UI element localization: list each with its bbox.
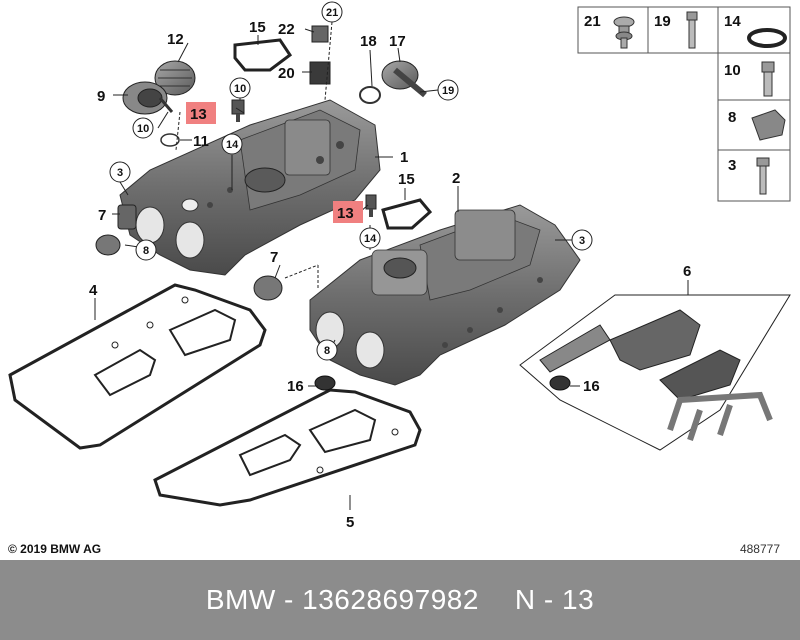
sensor-13-right	[365, 194, 377, 217]
callout-2: 2	[452, 170, 460, 187]
copyright-notice: © 2019 BMW AG	[8, 542, 102, 556]
callout-13-right: 13	[337, 205, 354, 222]
cylinder-head-cover-right	[309, 204, 581, 386]
svg-text:10: 10	[137, 123, 149, 135]
svg-text:14: 14	[226, 139, 239, 151]
callout-8-left: 8	[135, 239, 157, 261]
gasket-15-top	[233, 38, 293, 72]
callout-17: 17	[389, 33, 406, 50]
callout-3-left: 3	[109, 161, 131, 183]
legend-label-3: 3	[728, 157, 736, 174]
callout-19: 19	[437, 79, 459, 101]
callout-9: 9	[97, 88, 105, 105]
bolt-19-icon	[686, 11, 698, 49]
callout-5: 5	[346, 514, 354, 531]
svg-text:8: 8	[324, 345, 330, 357]
svg-text:19: 19	[442, 85, 454, 97]
callout-12: 12	[167, 31, 184, 48]
footer-bar: BMW - 13628697982 N - 13	[0, 560, 800, 640]
callout-10-top: 10	[229, 77, 251, 99]
legend-label-14: 14	[724, 13, 741, 30]
callout-14-right: 14	[359, 227, 381, 249]
legend-label-8: 8	[728, 109, 736, 126]
highlight-box-13-top	[186, 102, 216, 124]
gasket-5	[153, 388, 422, 507]
callout-4: 4	[89, 282, 98, 299]
actuator-7-left	[117, 204, 137, 230]
valve-17-18	[359, 60, 427, 104]
callout-6: 6	[683, 263, 691, 280]
o-ring-14-icon	[747, 28, 787, 48]
callout-8-right: 8	[316, 339, 338, 361]
bolt-10-icon	[761, 61, 775, 97]
svg-text:21: 21	[326, 7, 338, 19]
fastener-legend: 21 19 14 10 8 3	[577, 6, 791, 202]
circled-callouts: 10 10 21 19 14 14 3 3	[109, 1, 593, 361]
seal-16-left	[314, 375, 336, 391]
svg-text:10: 10	[234, 83, 246, 95]
legend-label-19: 19	[654, 13, 671, 30]
callout-22: 22	[278, 21, 295, 38]
callout-16-right: 16	[583, 378, 600, 395]
gasket-4	[8, 283, 267, 450]
sensor-13-top	[231, 99, 245, 122]
actuator-7-right	[253, 275, 283, 301]
callout-10-left: 10	[132, 117, 154, 139]
callout-15-top: 15	[249, 19, 266, 36]
svg-text:3: 3	[579, 235, 585, 247]
cylinder-head-cover-left	[119, 99, 381, 276]
callout-labels: 12 9 11 13 13 15 22 20 18 17 1 7 15 2 7 …	[89, 19, 691, 531]
parts-diagram: 12 9 11 13 13 15 22 20 18 17 1 7 15 2 7 …	[8, 1, 791, 531]
callout-7-right: 7	[270, 249, 278, 266]
callout-14-top: 14	[221, 133, 243, 155]
callout-20: 20	[278, 65, 295, 82]
bolt-21-icon	[613, 16, 635, 49]
position-label: N - 13	[514, 584, 595, 615]
highlight-box-13-right	[333, 201, 363, 223]
sensor-22	[311, 25, 329, 43]
callout-18: 18	[360, 33, 377, 50]
bolt-3-icon	[756, 157, 770, 195]
callout-21: 21	[321, 1, 343, 23]
callout-15-right: 15	[398, 171, 415, 188]
svg-text:3: 3	[117, 167, 123, 179]
filler-neck	[122, 81, 174, 115]
callout-7-left: 7	[98, 207, 106, 224]
sensor-20	[309, 61, 331, 85]
legend-label-21: 21	[584, 13, 601, 30]
callout-3-right: 3	[571, 229, 593, 251]
diagram-reference-number: 488777	[739, 542, 780, 556]
oil-filler-cap	[154, 60, 196, 96]
legend-label-10: 10	[724, 62, 741, 79]
gasket-15-right	[381, 198, 433, 230]
part-number-label: BMW - 13628697982	[205, 584, 479, 615]
breather-pipe-assembly-6	[519, 294, 791, 451]
actuator-8-left	[95, 234, 121, 256]
o-ring-11	[160, 133, 180, 147]
svg-text:8: 8	[143, 245, 149, 257]
callout-16-left: 16	[287, 378, 304, 395]
callout-1: 1	[400, 149, 408, 166]
callout-11: 11	[193, 133, 209, 150]
svg-text:14: 14	[364, 233, 377, 245]
clip-8-icon	[751, 109, 786, 141]
callout-13-top: 13	[190, 106, 207, 123]
